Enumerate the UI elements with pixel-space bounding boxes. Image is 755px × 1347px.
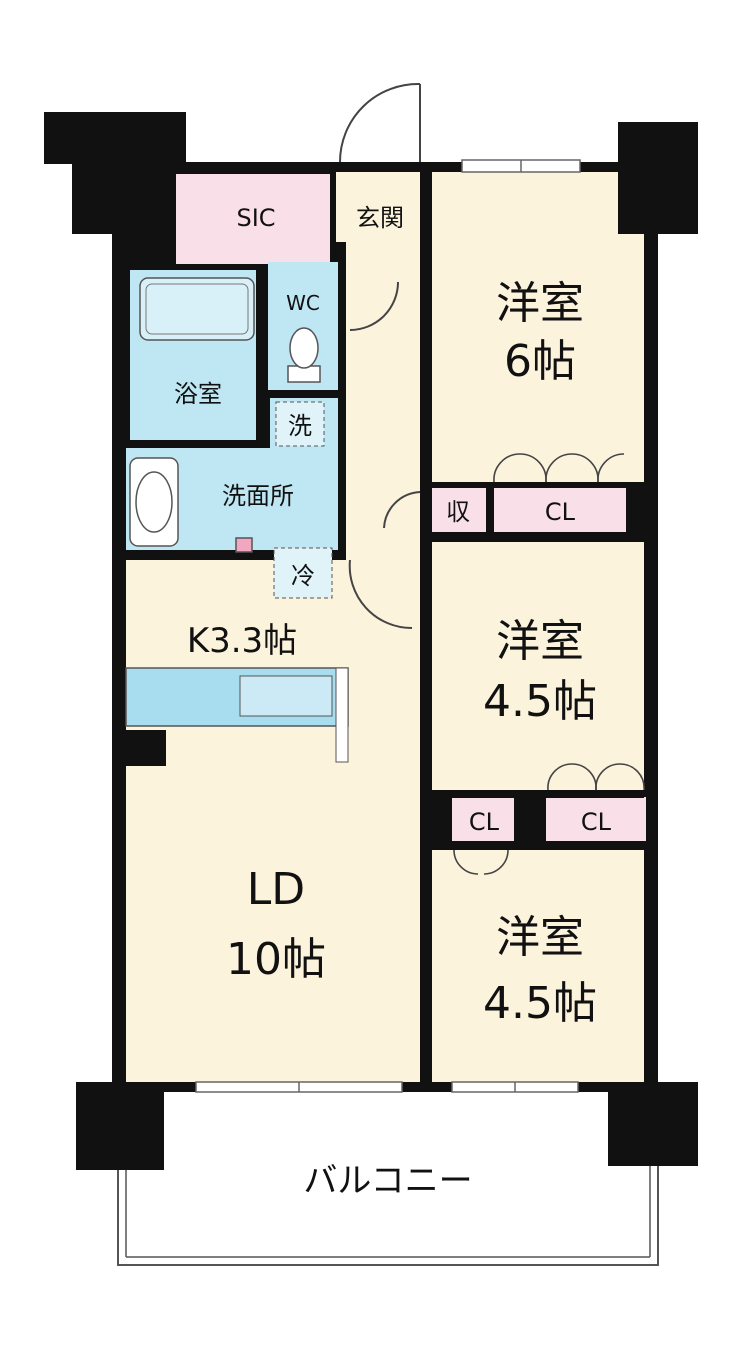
bath-label: 浴室 — [174, 380, 222, 408]
room1-size-label: 6帖 — [504, 336, 576, 387]
cl-room1 — [492, 486, 626, 532]
sic-room — [176, 174, 330, 264]
room2-name-label: 洋室 — [496, 616, 584, 667]
kitchen-label: K3.3帖 — [187, 621, 297, 661]
sic-label: SIC — [236, 204, 275, 232]
door-swing-icon — [339, 82, 421, 630]
genkan-label: 玄関 — [356, 204, 404, 232]
room2 — [432, 540, 644, 790]
wc-label: WC — [286, 291, 320, 315]
wash-mark-label: 洗 — [288, 412, 312, 440]
room3 — [432, 848, 644, 1082]
genkan-area — [336, 172, 422, 242]
shuno-closet — [430, 486, 486, 532]
bathtub-icon — [139, 277, 255, 341]
ld-size-label: 10帖 — [226, 934, 326, 985]
pillar-bottom-left — [76, 1082, 164, 1170]
shuno-label: 収 — [446, 498, 470, 526]
room1 — [432, 172, 644, 484]
cl-a-closet — [452, 797, 514, 841]
balcony-area — [117, 1084, 659, 1266]
pillar-top-right — [618, 122, 698, 234]
cl-b-closet — [546, 797, 646, 841]
room2-size-label: 4.5帖 — [483, 676, 597, 727]
fridge-label: 冷 — [291, 562, 315, 590]
window-icon — [195, 159, 581, 1093]
room3-name-label: 洋室 — [496, 912, 584, 963]
sink-icon — [129, 457, 253, 553]
balcony-label: バルコニー — [303, 1161, 472, 1201]
toilet-icon — [287, 327, 321, 383]
cl-room1-label: CL — [545, 498, 576, 526]
room3-size-label: 4.5帖 — [483, 978, 597, 1029]
room1-name-label: 洋室 — [496, 278, 584, 329]
cl-a-label: CL — [469, 808, 500, 836]
kitchen-counter — [125, 667, 349, 763]
closet-door-icons — [453, 453, 645, 875]
ld-name-label: LD — [247, 864, 305, 915]
ld-room — [126, 760, 420, 1082]
cl-b-label: CL — [581, 808, 612, 836]
pillar-bottom-right — [608, 1082, 698, 1166]
washroom-label: 洗面所 — [222, 482, 294, 510]
